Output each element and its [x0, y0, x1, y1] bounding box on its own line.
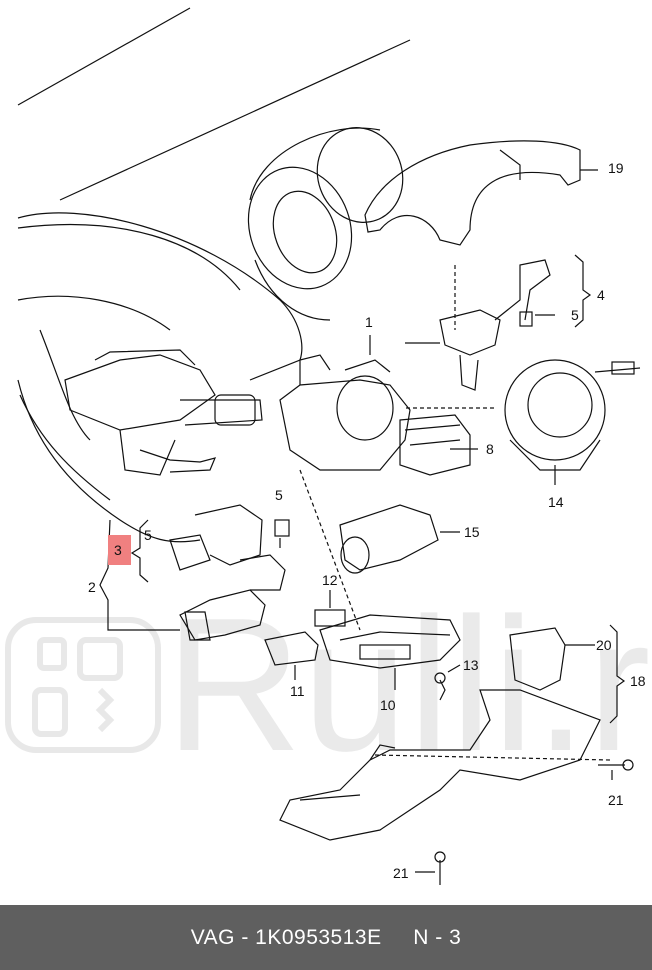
footer-bar: VAG - 1K0953513E N - 3	[0, 905, 652, 970]
steering-column-drawing	[17, 7, 641, 885]
footer-caption: VAG - 1K0953513E N - 3	[190, 925, 462, 949]
callout-5-lock: 5	[144, 527, 152, 543]
watermark: Rulli.ru	[5, 579, 652, 791]
callout-5-wiper: 5	[571, 307, 579, 323]
callout-4: 4	[597, 287, 605, 303]
callout-11: 11	[290, 683, 305, 699]
callout-19: 19	[608, 160, 624, 176]
callout-21-bottom: 21	[393, 865, 409, 881]
callout-3: 3	[114, 542, 122, 558]
watermark-text: Rulli.ru	[165, 579, 652, 791]
watermark-logo-icon	[5, 617, 161, 753]
callout-8: 8	[486, 441, 494, 457]
callout-2: 2	[88, 579, 96, 595]
callouts: 1 2 3 4 5 5 5 8 10 11 12 13 14 15 18 19 …	[88, 160, 646, 881]
callout-5-clip: 5	[275, 487, 283, 503]
callout-15: 15	[464, 524, 480, 540]
callout-12: 12	[322, 572, 338, 588]
callout-13: 13	[463, 657, 479, 673]
callout-18: 18	[630, 673, 646, 689]
callout-10: 10	[380, 697, 396, 713]
highlight-box	[108, 535, 131, 565]
callout-21-right: 21	[608, 792, 624, 808]
callout-1: 1	[365, 314, 373, 330]
callout-20: 20	[596, 637, 612, 653]
parts-diagram: Rulli.ru	[5, 7, 652, 885]
callout-14: 14	[548, 494, 564, 510]
